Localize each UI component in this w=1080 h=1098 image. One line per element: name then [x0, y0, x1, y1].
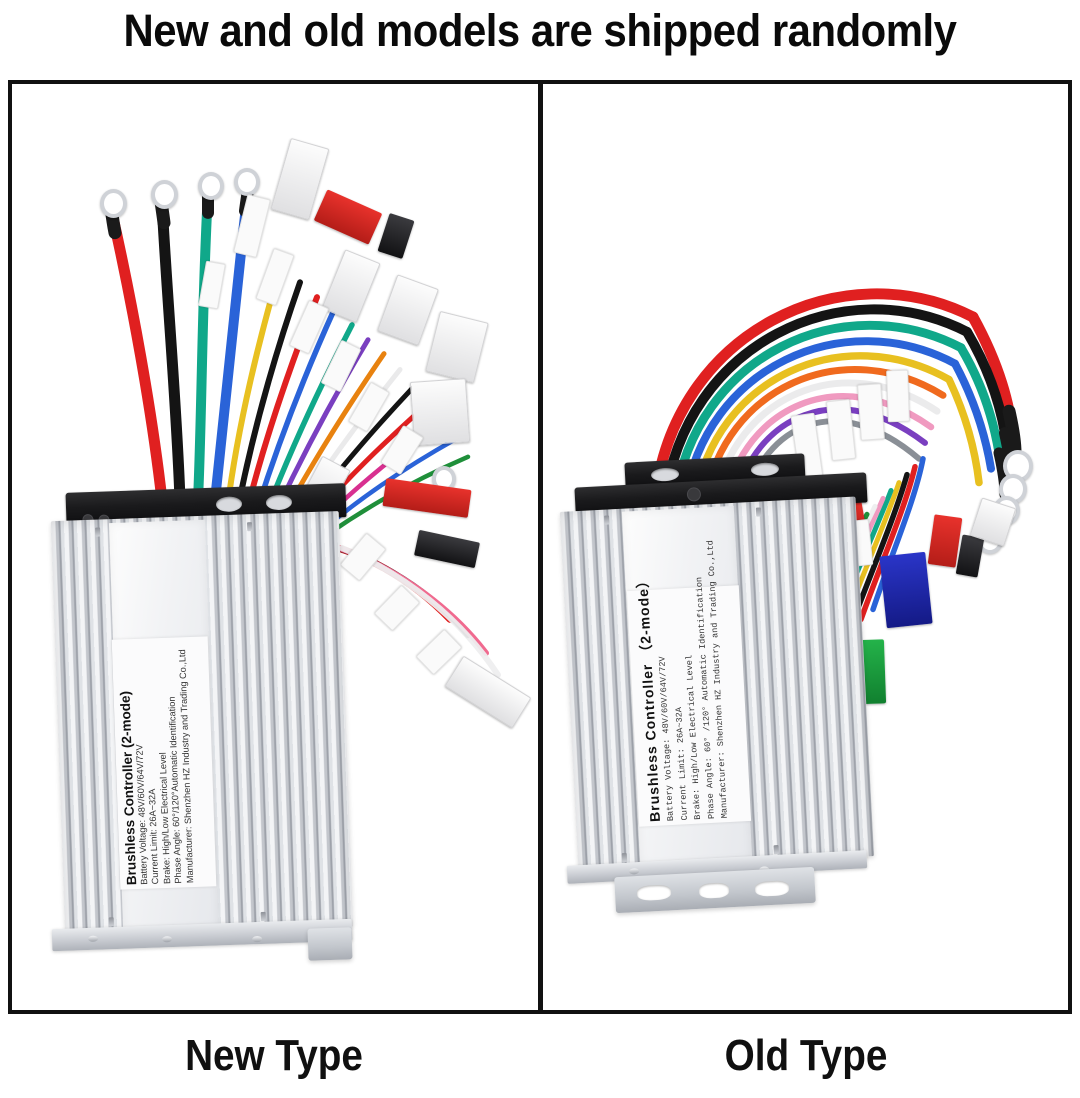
bracket-slot — [636, 884, 672, 902]
bracket-slot — [698, 882, 730, 899]
ring-terminal — [100, 189, 127, 218]
housing-screw — [95, 527, 101, 537]
wire-label — [825, 398, 857, 462]
spec-label-new: Brushless Controller (2-mode) Battery Vo… — [111, 636, 217, 890]
connector-red — [382, 478, 472, 518]
housing-screw — [773, 845, 779, 855]
base-screw — [162, 936, 173, 943]
ring-terminal — [234, 168, 260, 196]
housing-screw — [260, 911, 266, 922]
caption-old-type: Old Type — [724, 1031, 888, 1080]
base-screw — [628, 868, 640, 875]
wire-label — [886, 369, 910, 423]
wire-label — [255, 247, 295, 307]
ring-terminal — [198, 172, 224, 200]
housing-screw — [604, 515, 610, 525]
page-title: New and old models are shipped randomly — [123, 5, 957, 56]
caption-new-type: New Type — [185, 1031, 363, 1080]
bracket-slot — [754, 880, 790, 897]
base-screw — [87, 935, 99, 942]
connector-white — [377, 274, 439, 346]
housing-screw — [108, 917, 115, 927]
ring-terminal — [151, 180, 178, 209]
type-captions: New Type Old Type — [8, 1016, 1072, 1096]
panel-new-type: Brushless Controller (2-mode) Battery Vo… — [12, 84, 538, 1010]
wire-label — [233, 193, 271, 259]
housing-screw — [246, 522, 253, 532]
controller-old: Brushless Controller （2-mode） Battery Vo… — [559, 453, 907, 928]
connector-white — [444, 655, 532, 729]
connector-black — [955, 534, 985, 578]
cap-screw — [686, 487, 702, 502]
controller-new: Brushless Controller (2-mode) Battery Vo… — [50, 483, 354, 968]
connector-black — [377, 212, 415, 260]
connector-white — [321, 249, 381, 323]
wire-label — [320, 339, 362, 393]
wire-label — [857, 383, 885, 441]
panel-old-type: Brushless Controller （2-mode） Battery Vo… — [543, 84, 1068, 1010]
housing-screw — [755, 507, 762, 517]
connector-red — [313, 189, 383, 245]
spec-label-old: Brushless Controller （2-mode） Battery Vo… — [626, 540, 752, 827]
mounting-hole — [215, 496, 243, 513]
panel-divider — [538, 84, 543, 1010]
wire-label — [198, 260, 226, 310]
mounting-bracket — [307, 927, 353, 961]
wire-label — [288, 299, 330, 355]
base-screw — [252, 935, 263, 943]
wire-label — [373, 584, 421, 632]
mounting-hole — [650, 467, 680, 482]
mounting-hole — [750, 462, 780, 477]
comparison-frame: Brushless Controller (2-mode) Battery Vo… — [8, 80, 1072, 1014]
connector-black — [413, 529, 481, 569]
connector-white — [425, 310, 489, 384]
mounting-hole — [265, 494, 293, 511]
wire-label — [347, 381, 391, 433]
housing-screw — [621, 852, 628, 863]
